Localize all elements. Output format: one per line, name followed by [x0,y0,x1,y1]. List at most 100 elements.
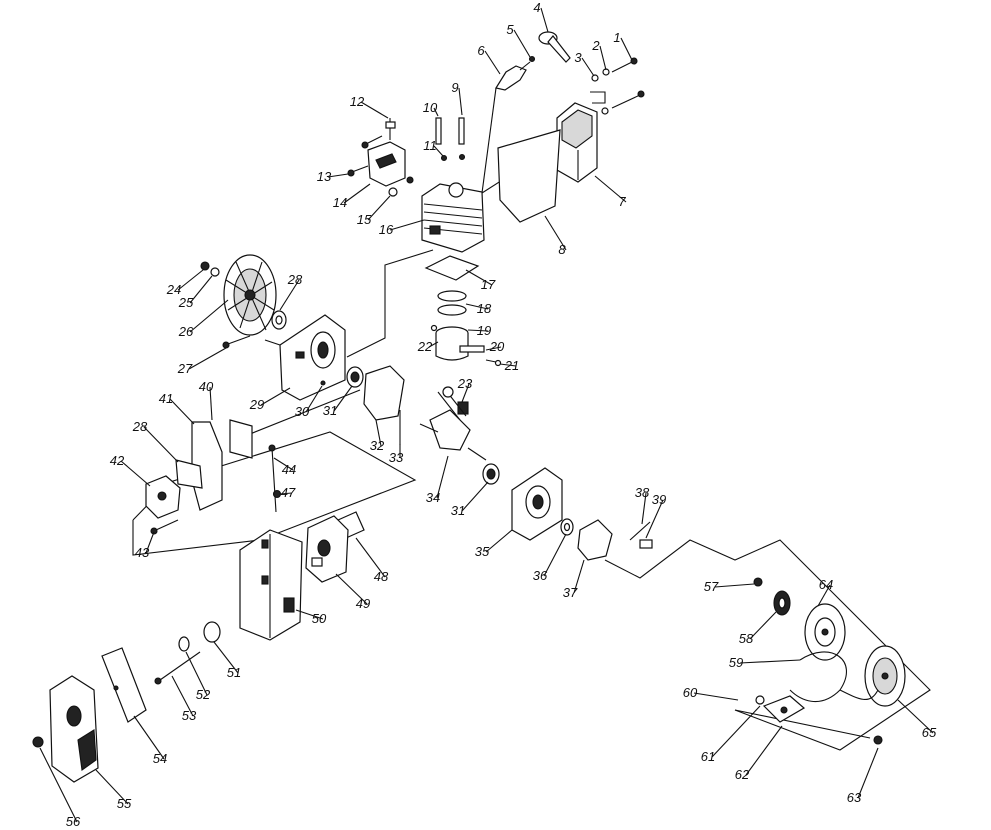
part-number-label: 28 [287,272,303,287]
filter-foam-hole [113,685,119,691]
leader-line [857,747,879,799]
leader-line [543,533,567,577]
part-number-label: 4 [533,0,540,15]
leader-line [185,651,208,696]
leader-line [145,531,155,554]
washer-28-lower [560,518,574,536]
leader-lines [39,7,934,823]
crankshaft-34 [419,386,487,461]
assembly-lines [132,87,931,751]
handle-insert-59 [755,695,765,705]
part-number-label: 55 [117,796,132,811]
part-number-label: 2 [591,38,600,53]
pin-30 [320,380,326,386]
part-number-label: 22 [417,339,433,354]
leader-line [485,529,513,553]
leader-line [897,699,934,734]
piston-ring-18a [437,290,467,302]
starter-housing-63 [864,645,906,707]
carburetor-41 [145,475,181,519]
leader-line [714,583,755,588]
part-number-label: 30 [295,404,310,419]
bolt-1 [611,57,638,73]
part-number-label: 32 [370,438,385,453]
washer-28-upper [271,310,287,330]
rope-58-tail [839,689,879,700]
leader-line [389,219,425,231]
flywheel-26 [223,254,277,336]
part-number-label: 43 [135,545,150,560]
group-outline-starter [604,539,931,751]
part-number-label: 48 [374,569,389,584]
leader-line [260,387,291,406]
plate-39 [229,419,253,459]
line-39-to-30 [234,389,361,441]
part-number-label: 37 [563,585,578,600]
filter-foam-53 [101,647,147,723]
leader-line [305,385,323,413]
leader-line [279,492,293,495]
nut-44 [272,489,282,499]
line-sparkplug [481,87,497,194]
leader-line [169,398,195,425]
leader-line [693,692,739,701]
part-number-label: 25 [178,295,194,310]
leader-line [367,195,391,221]
part-number-label: 9 [451,80,458,95]
leader-line [433,145,444,157]
leader-line [645,499,664,539]
part-number-label: 39 [652,492,666,507]
line-muffler-bolts [590,91,606,104]
part-number-label: 3 [574,50,582,65]
spark-plug-cap-4 [538,31,571,63]
part-number-label: 13 [317,169,332,184]
part-number-label: 19 [477,323,491,338]
heat-shield-8 [497,129,561,223]
leader-line [540,7,549,33]
leader-line [436,455,449,499]
line-starter-screw [734,709,871,739]
leader-line [749,611,777,640]
leader-line [335,573,368,605]
leader-line [599,45,607,71]
nut-washer-24-25 [200,261,220,277]
screw-42 [150,519,179,535]
muffler-bolt-lower [601,90,645,115]
part-number-label: 29 [249,397,264,412]
leader-line [213,641,239,674]
carburetor-48 [305,515,349,583]
leader-line [188,347,227,370]
part-number-label: 28 [132,419,148,434]
part-number-label: 7 [618,194,626,209]
part-number-label: 50 [312,611,327,626]
leader-line [594,175,627,203]
part-number-label: 62 [735,767,750,782]
part-number-label: 36 [533,568,548,583]
leader-line [745,725,783,776]
part-number-label: 38 [635,485,650,500]
leader-line [620,37,633,61]
part-number-label: 35 [475,544,490,559]
washer-51 [178,636,190,652]
leader-line [739,659,801,664]
parts [32,31,906,783]
leader-line [817,584,831,607]
filter-50 [203,621,221,643]
leader-line [513,29,531,58]
long-screw-43 [271,447,277,513]
leader-line [209,386,213,421]
spring-57 [773,590,791,616]
part-number-label: 47 [281,485,296,500]
screw-27 [222,335,251,349]
part-number-label: 21 [504,358,519,373]
leader-line [499,363,517,367]
part-number-label: 16 [379,222,394,237]
studs-9-10 [435,117,466,162]
part-number-label: 52 [196,687,211,702]
screw-head-43 [268,444,276,452]
leader-line [133,715,165,760]
screw-52 [154,651,201,685]
leader-line [295,609,324,620]
